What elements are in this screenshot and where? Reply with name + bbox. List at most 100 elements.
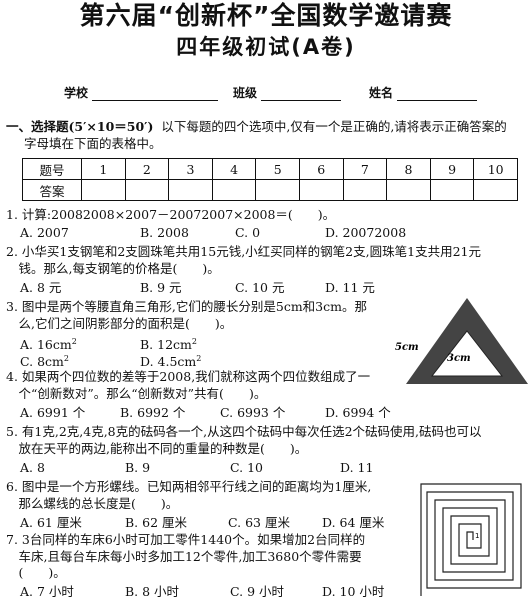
answer-cell[interactable] — [429, 179, 475, 201]
question-text: 2. 小华买1支钢笔和2支圆珠笔共用15元钱,小红买同样的钢笔2支,圆珠笔1支共… — [6, 244, 481, 259]
name-label: 姓名 — [369, 86, 394, 100]
name-blank[interactable] — [397, 87, 478, 101]
question-text: 车床,且每台车床每小时多加工12个零件,加工3680个零件需要 — [6, 548, 362, 564]
superscript: 2 — [191, 337, 197, 346]
question-text: 么,它们之间阴影部分的面积是( )。 — [6, 315, 233, 331]
question-3: 3. 图中是两个等腰直角三角形,它们的腰长分别是5cm和3cm。那 么,它们之间… — [6, 299, 406, 332]
question-text: 个“创新数对”。那么“创新数对”共有( )。 — [6, 385, 267, 401]
answer-cell[interactable] — [342, 179, 388, 201]
section-intro: 以下每题的四个选项中,仅有一个是正确的,请将表示正确答案的 — [161, 119, 507, 134]
question-1-options: A. 2007 B. 2008 C. 0 D. 20072008 — [0, 225, 532, 241]
school-field[interactable]: 学校 — [64, 85, 219, 101]
question-text: ( )。 — [6, 565, 66, 580]
option-c: C. 8cm2 — [20, 354, 69, 370]
option-b: B. 9 元 — [140, 280, 182, 295]
question-6: 6. 图中是一个方形螺线。已知两相邻平行线之间的距离均为1厘米, 那么螺线的总长… — [6, 479, 418, 512]
answer-table-answer-row: 答案 — [22, 179, 518, 201]
option-c: C. 63 厘米 — [228, 515, 290, 530]
question-3-options-row1: A. 16cm2 B. 12cm2 — [0, 334, 400, 353]
answer-cell[interactable] — [298, 179, 344, 201]
option-d: D. 10 小时 — [322, 584, 385, 599]
option-a: A. 8 — [20, 460, 45, 475]
superscript: 2 — [196, 354, 202, 363]
option-d: D. 11 元 — [325, 280, 375, 295]
inner-length-label: 3cm — [447, 353, 471, 364]
school-blank[interactable] — [92, 87, 219, 101]
answer-cell[interactable] — [211, 179, 257, 201]
question-2: 2. 小华买1支钢笔和2支圆珠笔共用15元钱,小红买同样的钢笔2支,圆珠笔1支共… — [6, 244, 530, 277]
option-a: A. 16cm2 — [20, 337, 77, 353]
school-label: 学校 — [64, 86, 89, 100]
spiral-lines — [420, 483, 522, 596]
question-text: 那么螺线的总长度是( )。 — [6, 495, 179, 511]
superscript: 2 — [63, 354, 69, 363]
answer-table-number-row: 题号 1 2 3 4 5 6 7 8 9 10 — [22, 158, 518, 180]
option-c: C. 9 小时 — [230, 584, 284, 599]
outer-length-label: 5cm — [395, 342, 419, 353]
superscript: 2 — [71, 337, 77, 346]
class-label: 班级 — [233, 86, 258, 100]
answer-cell[interactable] — [473, 179, 518, 201]
inner-triangle — [430, 330, 504, 377]
option-c: C. 6993 个 — [220, 405, 286, 420]
row-label-number: 题号 — [22, 158, 82, 180]
question-text: 6. 图中是一个方形螺线。已知两相邻平行线之间的距离均为1厘米, — [6, 479, 372, 494]
section-heading: 一、选择题(5′×10＝50′) 以下每题的四个选项中,仅有一个是正确的,请将表… — [6, 118, 526, 152]
question-3-options-row2: C. 8cm2 D. 4.5cm2 — [0, 351, 400, 370]
answer-cell[interactable] — [124, 179, 170, 201]
answer-cell[interactable] — [255, 179, 300, 201]
question-text: 3. 图中是两个等腰直角三角形,它们的腰长分别是5cm和3cm。那 — [6, 299, 367, 314]
square-spiral-figure: 1 — [420, 483, 522, 596]
question-number: 5 — [255, 158, 300, 180]
question-text: 1. 计算:20082008×2007－20072007×2008＝( )。 — [6, 207, 336, 222]
class-blank[interactable] — [261, 87, 342, 101]
question-1: 1. 计算:20082008×2007－20072007×2008＝( )。 — [6, 207, 335, 224]
question-7: 7. 3台同样的车床6小时可加工零件1440个。如果增加2台同样的 车床,且每台… — [6, 532, 418, 582]
question-number: 7 — [342, 158, 388, 180]
option-a: A. 61 厘米 — [20, 515, 82, 530]
section-title: 一、选择题(5′×10＝50′) — [6, 119, 154, 134]
question-number: 9 — [429, 158, 475, 180]
option-b: B. 6992 个 — [120, 405, 186, 420]
option-b: B. 8 小时 — [125, 584, 180, 599]
option-c: C. 0 — [235, 225, 261, 240]
answer-cell[interactable] — [168, 179, 213, 201]
option-d: D. 6994 个 — [325, 405, 391, 420]
question-text: 4. 如果两个四位数的差等于2008,我们就称这两个四位数组成了一 — [6, 369, 371, 384]
option-c: C. 10 — [230, 460, 263, 475]
question-text: 7. 3台同样的车床6小时可加工零件1440个。如果增加2台同样的 — [6, 532, 366, 547]
answer-table: 题号 1 2 3 4 5 6 7 8 9 10 答案 — [22, 158, 518, 201]
question-7-options: A. 7 小时 B. 8 小时 C. 9 小时 D. 10 小时 — [0, 584, 412, 600]
option-a: A. 7 小时 — [20, 584, 74, 599]
question-2-options: A. 8 元 B. 9 元 C. 10 元 D. 11 元 — [0, 280, 532, 296]
option-a: A. 8 元 — [20, 280, 62, 295]
page-title: 第六届“创新杯”全国数学邀请赛 — [79, 1, 453, 30]
question-6-options: A. 61 厘米 B. 62 厘米 C. 63 厘米 D. 64 厘米 — [0, 515, 412, 531]
option-b: B. 12cm2 — [140, 337, 197, 353]
option-b: B. 62 厘米 — [125, 515, 188, 530]
question-4-options: A. 6991 个 B. 6992 个 C. 6993 个 D. 6994 个 — [0, 405, 400, 421]
option-a: A. 2007 — [20, 225, 69, 240]
spiral-spacing-label: 1 — [475, 532, 479, 540]
question-number: 3 — [168, 158, 213, 180]
question-number: 10 — [473, 158, 518, 180]
name-field[interactable]: 姓名 — [369, 85, 478, 101]
option-d: D. 20072008 — [325, 225, 407, 240]
question-text: 放在天平的两边,能称出不同的重量的种数是( )。 — [6, 440, 308, 456]
answer-cell[interactable] — [81, 179, 126, 201]
question-5: 5. 有1克,2克,4克,8克的砝码各一个,从这四个砝码中每次任选2个砝码使用,… — [6, 424, 530, 457]
option-d: D. 4.5cm2 — [140, 354, 202, 370]
option-c: C. 10 元 — [235, 280, 285, 295]
option-a: A. 6991 个 — [20, 405, 86, 420]
question-number: 4 — [211, 158, 257, 180]
question-5-options: A. 8 B. 9 C. 10 D. 11 — [0, 460, 532, 476]
nested-triangles-figure: 5cm 3cm — [395, 298, 528, 384]
class-field[interactable]: 班级 — [233, 85, 342, 101]
question-number: 2 — [124, 158, 170, 180]
question-text: 钱。那么,每支钢笔的价格是( )。 — [6, 260, 220, 276]
row-label-answer: 答案 — [22, 179, 82, 201]
section-intro-2: 字母填在下面的表格中。 — [24, 136, 162, 151]
option-b: B. 2008 — [140, 225, 189, 240]
option-b: B. 9 — [125, 460, 151, 475]
answer-cell[interactable] — [386, 179, 431, 201]
